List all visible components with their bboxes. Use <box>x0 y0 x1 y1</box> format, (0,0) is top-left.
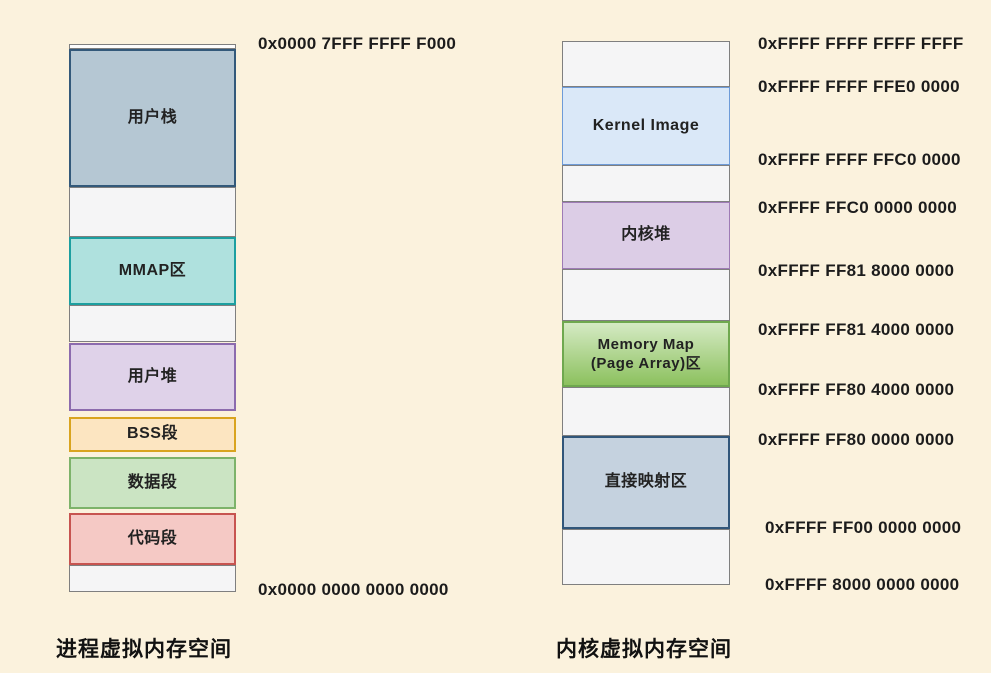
segment-bss: BSS段 <box>69 417 236 452</box>
segment-empty-top <box>562 41 730 87</box>
segment-empty-7 <box>562 529 730 585</box>
kernel-address-label-0: 0xFFFF FFFF FFFF FFFF <box>758 34 964 53</box>
process-bottom-address-label: 0x0000 0000 0000 0000 <box>258 580 449 599</box>
segment-direct-map-label: 直接映射区 <box>604 473 688 491</box>
kernel-address-label-6: 0xFFFF FF80 4000 0000 <box>758 380 955 399</box>
process-diagram-title: 进程虚拟内存空间 <box>56 638 232 661</box>
segment-kernel-image-label: Kernel Image <box>592 116 700 134</box>
kernel-memory-column: Kernel Image 内核堆 Memory Map (Page Array)区直… <box>562 41 730 585</box>
segment-kernel-heap-label: 内核堆 <box>621 226 671 244</box>
segment-empty-5 <box>562 269 730 321</box>
segment-code: 代码段 <box>69 513 236 565</box>
kernel-address-label-9: 0xFFFF 8000 0000 0000 <box>765 575 960 594</box>
process-memory-column: 用户栈 MMAP区用户堆 BSS段数据段代码段 <box>69 44 236 592</box>
segment-mmap-label: MMAP区 <box>118 261 187 279</box>
kernel-address-label-1: 0xFFFF FFFF FFE0 0000 <box>758 77 960 96</box>
segment-kernel-image: Kernel Image <box>562 87 730 165</box>
segment-empty-1 <box>69 187 236 237</box>
segment-user-heap: 用户堆 <box>69 343 236 411</box>
segment-data: 数据段 <box>69 457 236 509</box>
kernel-address-label-2: 0xFFFF FFFF FFC0 0000 <box>758 150 961 169</box>
segment-mmap: MMAP区 <box>69 237 236 305</box>
segment-user-stack: 用户栈 <box>69 49 236 187</box>
segment-empty-4 <box>562 165 730 202</box>
segment-empty-2 <box>69 305 236 342</box>
process-top-address-label: 0x0000 7FFF FFFF F000 <box>258 34 457 53</box>
segment-user-stack-label: 用户栈 <box>127 108 178 126</box>
kernel-address-label-5: 0xFFFF FF81 4000 0000 <box>758 320 955 339</box>
segment-direct-map: 直接映射区 <box>562 436 730 529</box>
kernel-address-label-7: 0xFFFF FF80 0000 0000 <box>758 430 955 449</box>
segment-top-sliver <box>69 44 236 49</box>
segment-code-label: 代码段 <box>127 529 178 547</box>
segment-user-heap-label: 用户堆 <box>127 367 178 385</box>
kernel-address-label-4: 0xFFFF FF81 8000 0000 <box>758 261 955 280</box>
segment-bss-label: BSS段 <box>127 425 178 443</box>
segment-data-label: 数据段 <box>127 473 178 491</box>
kernel-diagram-title: 内核虚拟内存空间 <box>556 638 732 661</box>
segment-memory-map: Memory Map (Page Array)区 <box>562 321 730 387</box>
kernel-address-label-8: 0xFFFF FF00 0000 0000 <box>765 518 962 537</box>
segment-memory-map-label: Memory Map (Page Array)区 <box>590 335 702 373</box>
segment-empty-3 <box>69 565 236 592</box>
segment-kernel-heap: 内核堆 <box>562 202 730 269</box>
kernel-address-label-3: 0xFFFF FFC0 0000 0000 <box>758 198 958 217</box>
segment-empty-6 <box>562 387 730 436</box>
